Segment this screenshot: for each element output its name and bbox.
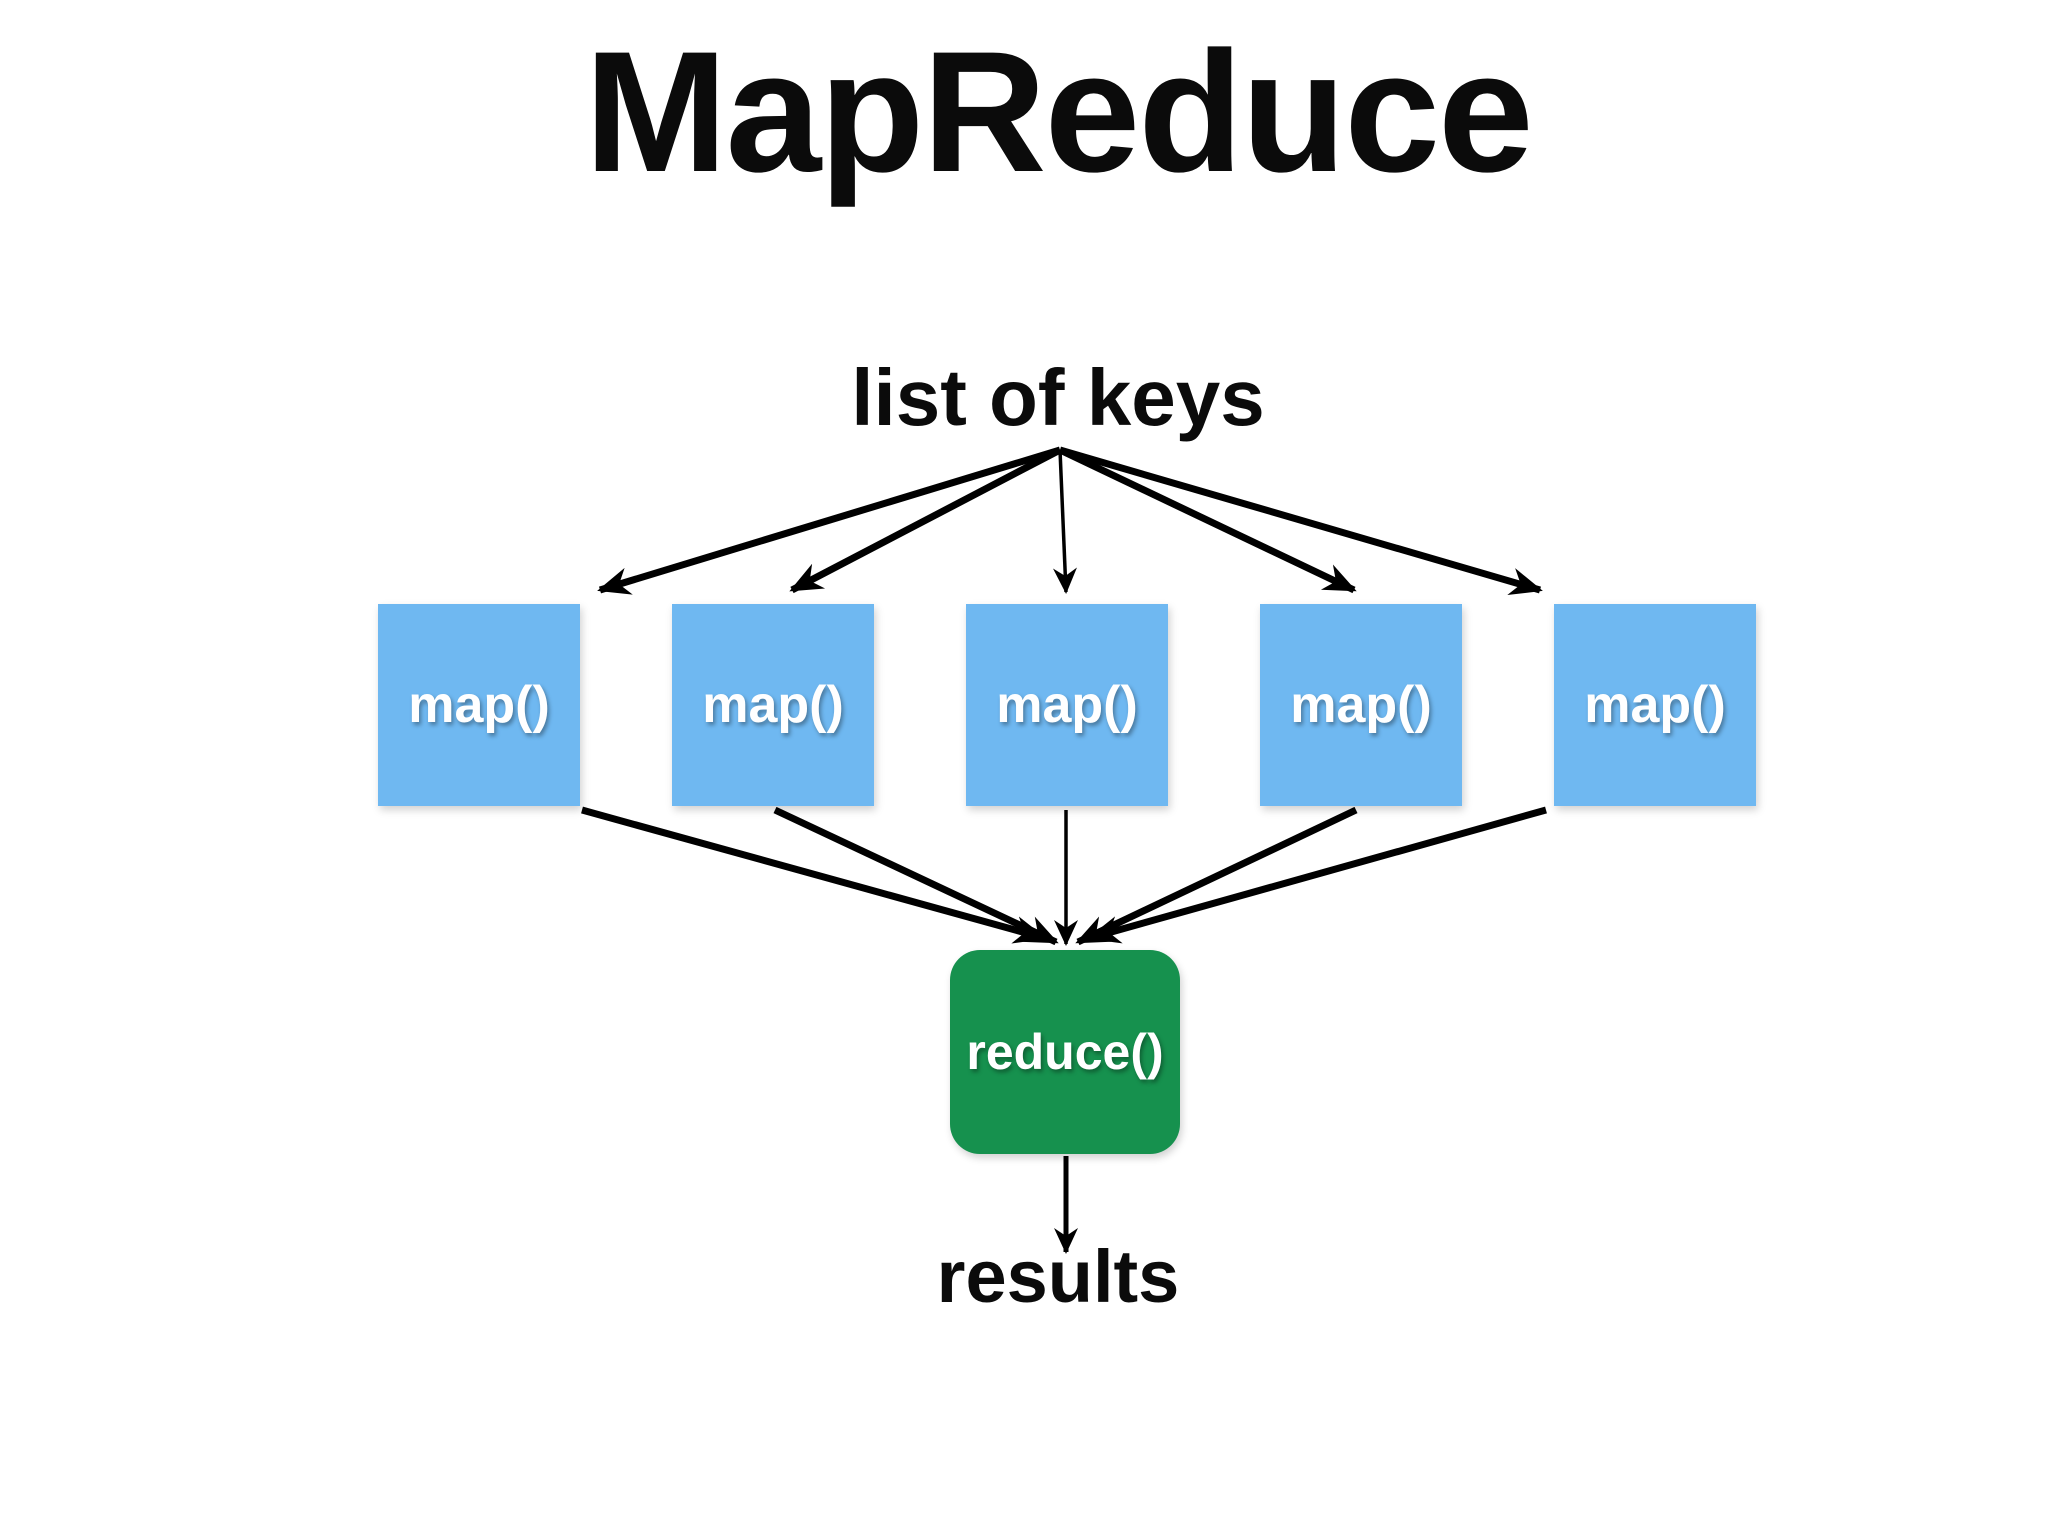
map-node-label: map() bbox=[408, 676, 550, 734]
map-node-1: map() bbox=[378, 604, 580, 806]
map-node-5: map() bbox=[1554, 604, 1756, 806]
reduce-node: reduce() bbox=[950, 950, 1180, 1154]
map-node-label: map() bbox=[702, 676, 844, 734]
map-node-3: map() bbox=[966, 604, 1168, 806]
page-title: MapReduce bbox=[584, 16, 1533, 208]
results-label: results bbox=[936, 1235, 1180, 1318]
map-node-label: map() bbox=[1290, 676, 1432, 734]
fanin-arrows-map-to-reduce bbox=[581, 806, 1547, 946]
list-of-keys-label: list of keys bbox=[851, 353, 1265, 442]
map-node-2: map() bbox=[672, 604, 874, 806]
reduce-node-label: reduce() bbox=[966, 1024, 1164, 1080]
map-node-label: map() bbox=[1584, 676, 1726, 734]
map-node-4: map() bbox=[1260, 604, 1462, 806]
map-node-label: map() bbox=[996, 676, 1138, 734]
fanout-arrows-keys-to-map bbox=[597, 446, 1543, 596]
